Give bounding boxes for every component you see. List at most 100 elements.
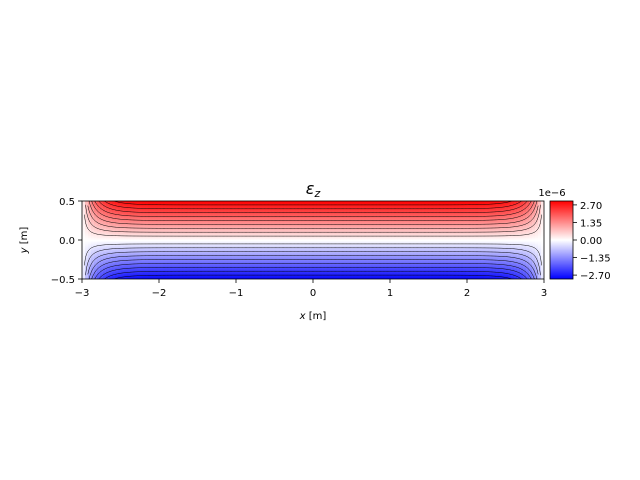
heatmap-cell	[313, 257, 317, 260]
heatmap-cell	[541, 275, 544, 278]
heatmap-cell	[394, 221, 398, 224]
heatmap-cell	[439, 271, 443, 274]
heatmap-cell	[505, 259, 509, 262]
heatmap-cell	[541, 219, 544, 222]
heatmap-cell	[283, 253, 287, 256]
heatmap-cell	[412, 225, 416, 228]
heatmap-cell	[280, 259, 284, 262]
heatmap-cell	[328, 267, 332, 270]
heatmap-cell	[502, 219, 506, 222]
heatmap-cell	[193, 257, 197, 260]
heatmap-cell	[235, 249, 239, 252]
heatmap-cell	[193, 221, 197, 224]
heatmap-cell	[193, 247, 197, 250]
heatmap-cell	[235, 229, 239, 232]
heatmap-cell	[133, 237, 137, 240]
heatmap-cell	[208, 241, 212, 244]
heatmap-cell	[502, 249, 506, 252]
heatmap-cell	[82, 247, 86, 250]
heatmap-cell	[454, 225, 458, 228]
heatmap-cell	[469, 265, 473, 268]
heatmap-cell	[121, 265, 125, 268]
heatmap-cell	[331, 233, 335, 236]
heatmap-cell	[409, 239, 413, 242]
heatmap-cell	[322, 257, 326, 260]
heatmap-cell	[256, 245, 260, 248]
heatmap-cell	[241, 271, 245, 274]
heatmap-cell	[178, 239, 182, 242]
heatmap-cell	[271, 221, 275, 224]
heatmap-cell	[160, 233, 164, 236]
heatmap-cell	[523, 215, 527, 218]
heatmap-cell	[319, 245, 323, 248]
heatmap-cell	[133, 247, 137, 250]
heatmap-cell	[412, 249, 416, 252]
heatmap-cell	[418, 259, 422, 262]
heatmap-cell	[370, 239, 374, 242]
heatmap-cell	[238, 225, 242, 228]
heatmap-cell	[109, 263, 113, 266]
heatmap-cell	[262, 251, 266, 254]
heatmap-cell	[490, 239, 494, 242]
heatmap-cell	[478, 261, 482, 264]
heatmap-cell	[160, 263, 164, 266]
heatmap-cell	[337, 273, 341, 276]
heatmap-cell	[466, 253, 470, 256]
heatmap-cell	[430, 243, 434, 246]
heatmap-cell	[526, 241, 530, 244]
heatmap-cell	[175, 265, 179, 268]
heatmap-cell	[259, 215, 263, 218]
heatmap-cell	[286, 249, 290, 252]
heatmap-cell	[328, 217, 332, 220]
heatmap-cell	[193, 243, 197, 246]
heatmap-cell	[247, 237, 251, 240]
heatmap-cell	[163, 267, 167, 270]
heatmap-cell	[415, 221, 419, 224]
heatmap-cell	[316, 251, 320, 254]
heatmap-cell	[472, 251, 476, 254]
heatmap-cell	[412, 273, 416, 276]
heatmap-cell	[187, 239, 191, 242]
heatmap-cell	[346, 265, 350, 268]
heatmap-cell	[106, 233, 110, 236]
heatmap-cell	[259, 277, 263, 279]
heatmap-cell	[277, 239, 281, 242]
heatmap-cell	[487, 253, 491, 256]
heatmap-cell	[232, 217, 236, 220]
heatmap-cell	[430, 239, 434, 242]
heatmap-cell	[388, 229, 392, 232]
heatmap-cell	[148, 229, 152, 232]
heatmap-cell	[376, 265, 380, 268]
heatmap-cell	[304, 271, 308, 274]
heatmap-cell	[172, 269, 176, 272]
heatmap-cell	[331, 215, 335, 218]
heatmap-cell	[271, 239, 275, 242]
heatmap-cell	[325, 215, 329, 218]
heatmap-cell	[253, 257, 257, 260]
heatmap-cell	[427, 273, 431, 276]
heatmap-cell	[334, 259, 338, 262]
heatmap-cell	[130, 251, 134, 254]
heatmap-cell	[196, 245, 200, 248]
heatmap-cell	[394, 241, 398, 244]
heatmap-cell	[406, 251, 410, 254]
heatmap-cell	[136, 257, 140, 260]
heatmap-cell	[298, 265, 302, 268]
heatmap-cell	[112, 259, 116, 262]
heatmap-cell	[358, 267, 362, 270]
heatmap-cell	[466, 269, 470, 272]
heatmap-cell	[106, 275, 110, 278]
heatmap-cell	[481, 217, 485, 220]
heatmap-cell	[250, 233, 254, 236]
heatmap-cell	[535, 249, 539, 252]
heatmap-cell	[160, 241, 164, 244]
heatmap-cell	[157, 259, 161, 262]
heatmap-cell	[319, 229, 323, 232]
heatmap-cell	[397, 225, 401, 228]
heatmap-cell	[541, 247, 544, 250]
heatmap-cell	[334, 243, 338, 246]
heatmap-cell	[403, 249, 407, 252]
heatmap-cell	[220, 277, 224, 279]
heatmap-cell	[211, 233, 215, 236]
heatmap-cell	[310, 241, 314, 244]
